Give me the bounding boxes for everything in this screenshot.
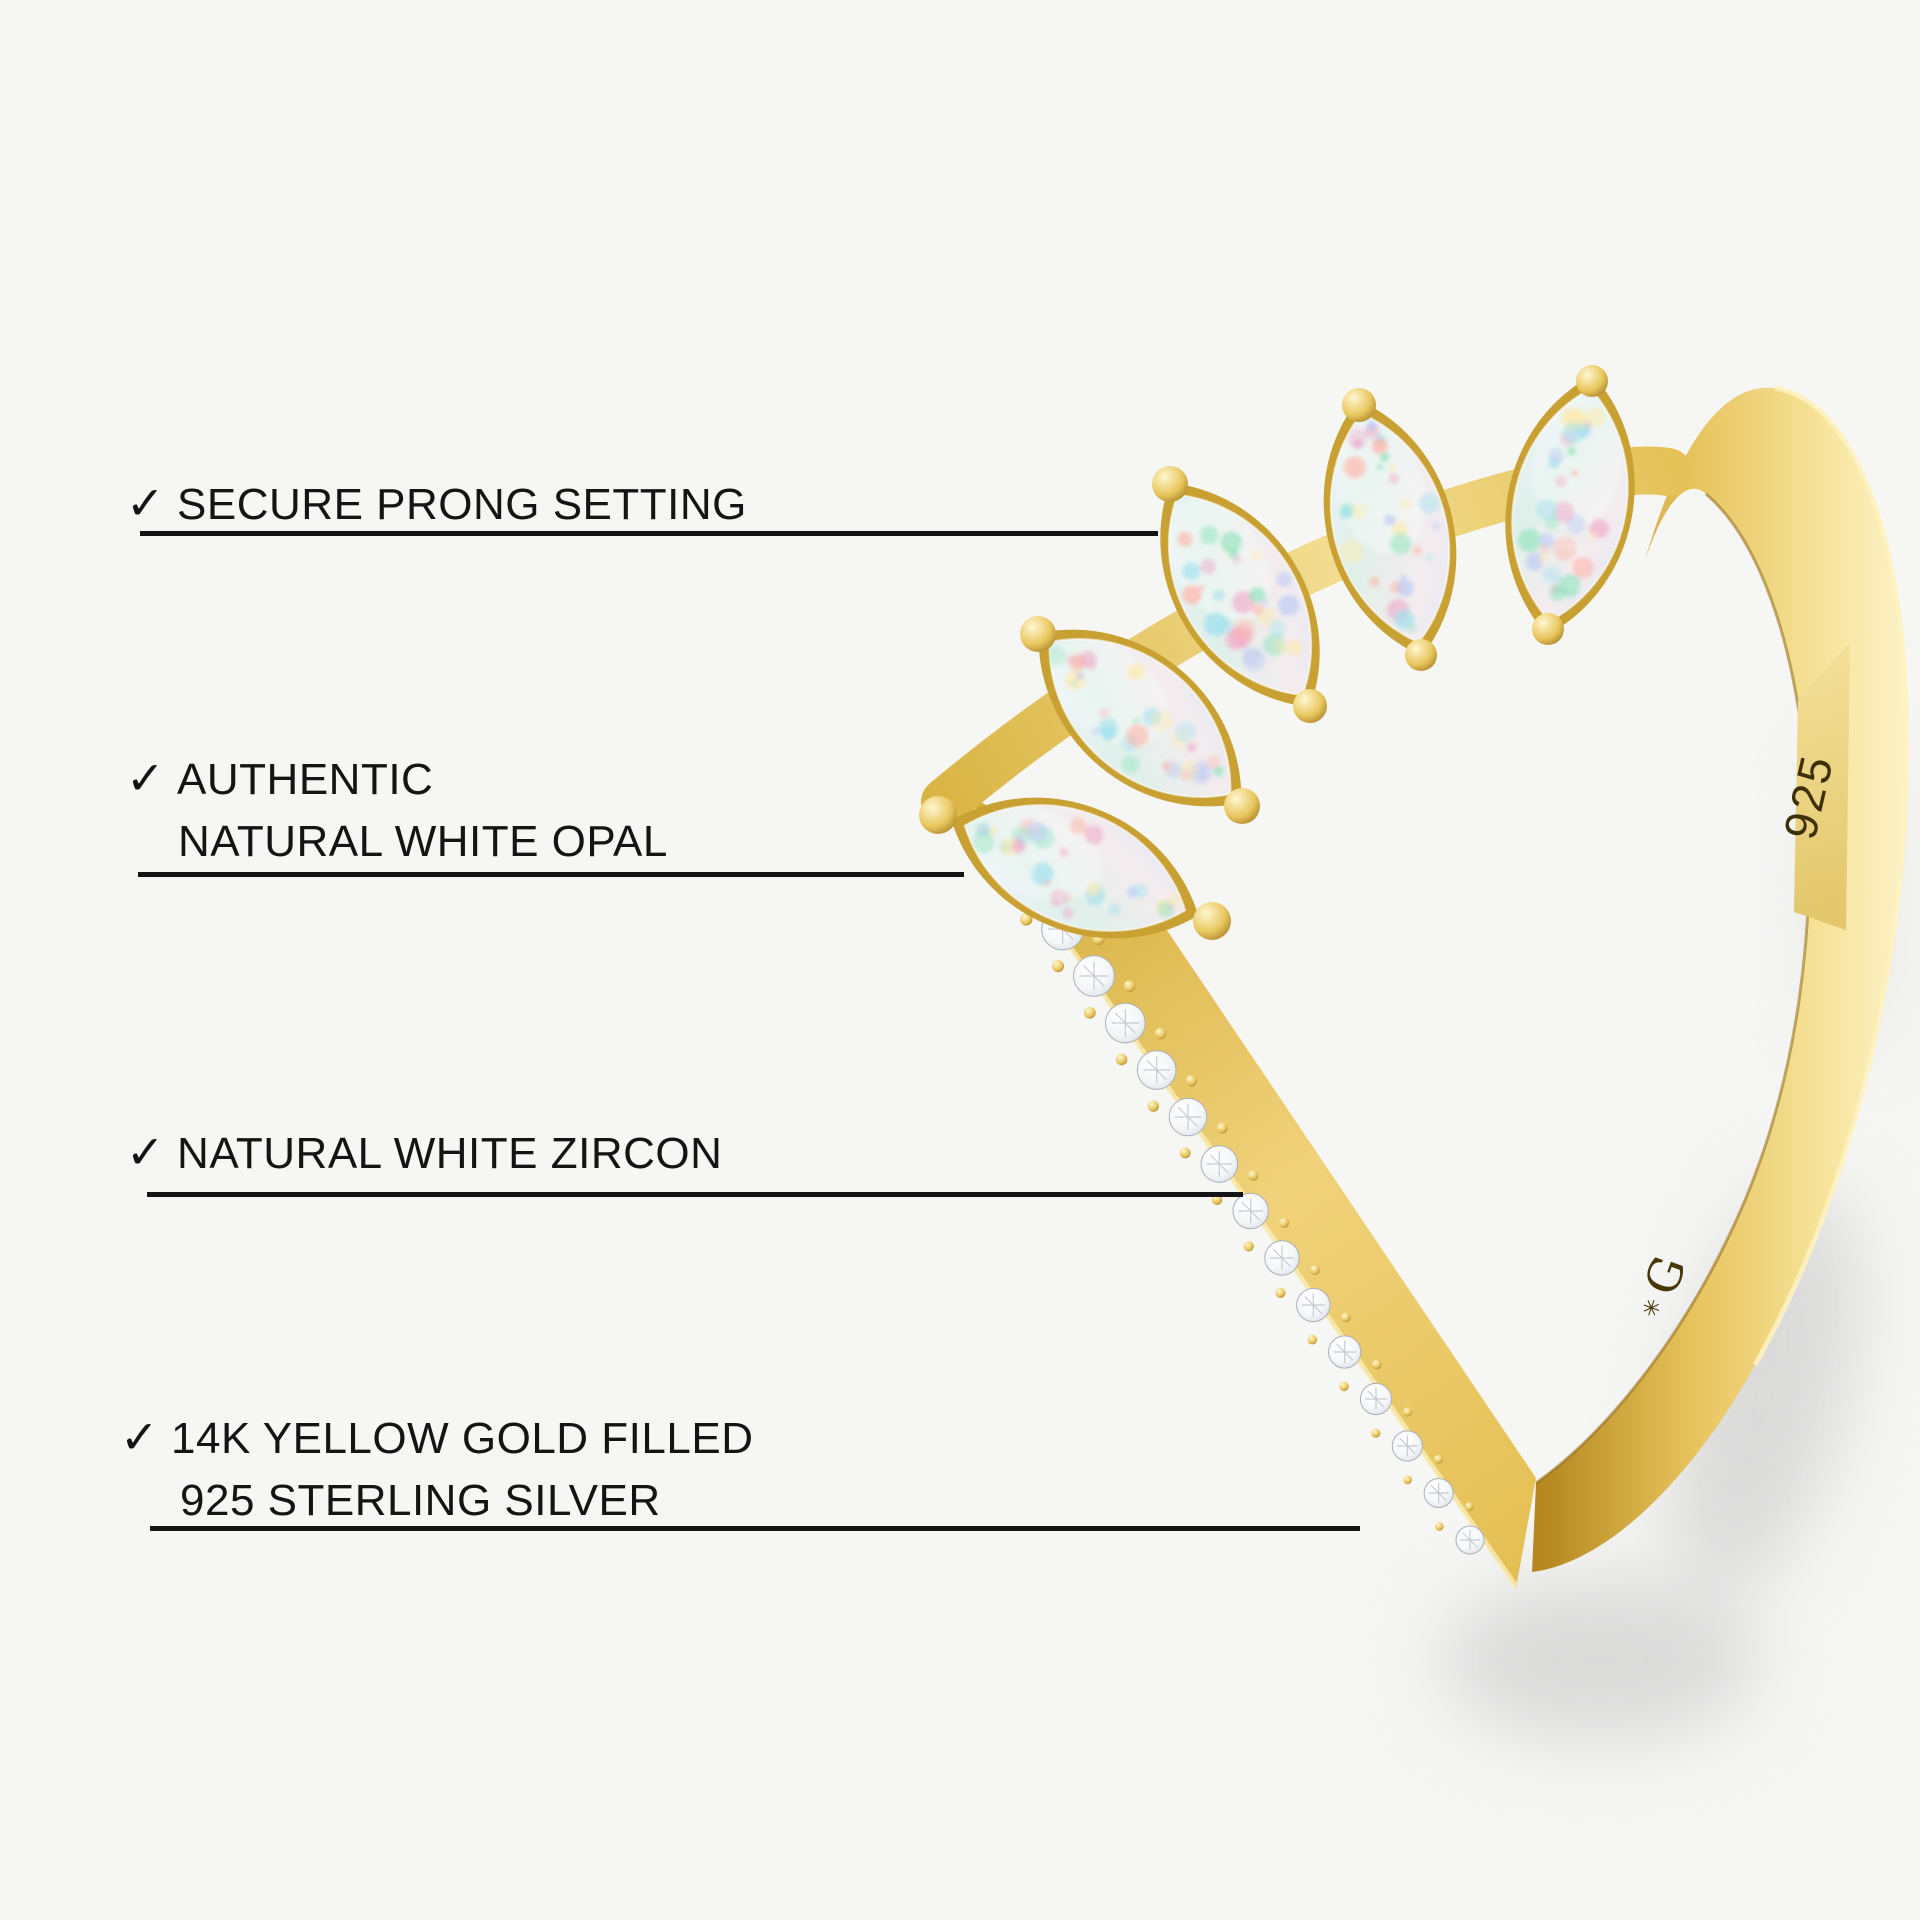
opal-gem-2	[1038, 629, 1242, 807]
callout-line-zircon	[147, 1192, 1243, 1197]
prong-balls	[919, 365, 1608, 940]
feature-secure-prong-setting: ✓ SECURE PRONG SETTING	[126, 474, 747, 536]
feature-authentic-opal: ✓ AUTHENTIC NATURAL WHITE OPAL	[126, 749, 668, 873]
stamp-panel	[1794, 642, 1850, 930]
svg-text:G: G	[1634, 1249, 1697, 1302]
check-icon: ✓	[126, 477, 166, 529]
check-icon: ✓	[120, 1411, 160, 1463]
opal-gem-3	[1160, 482, 1320, 708]
check-icon: ✓	[126, 1126, 166, 1178]
opal-gem-1	[951, 797, 1199, 939]
callout-line-opal	[138, 872, 964, 877]
opal-gem-5	[1505, 374, 1635, 636]
feature-natural-white-zircon: ✓ NATURAL WHITE ZIRCON	[126, 1123, 722, 1185]
feature-label-line2: 925 STERLING SILVER	[180, 1476, 661, 1525]
feature-gold-filled-silver: ✓ 14K YELLOW GOLD FILLED 925 STERLING SI…	[120, 1408, 753, 1532]
check-icon: ✓	[126, 752, 166, 804]
feature-label-line2: NATURAL WHITE OPAL	[178, 817, 668, 866]
feature-label: 14K YELLOW GOLD FILLED	[171, 1414, 754, 1463]
feature-label: NATURAL WHITE ZIRCON	[177, 1129, 723, 1178]
feature-label: AUTHENTIC	[177, 755, 434, 804]
callout-line-metal	[150, 1526, 1360, 1531]
svg-text:✳: ✳	[1638, 1295, 1668, 1321]
opal-gem-4	[1323, 399, 1457, 657]
feature-label: SECURE PRONG SETTING	[177, 480, 747, 529]
callout-line-secure-prong	[140, 531, 1158, 536]
